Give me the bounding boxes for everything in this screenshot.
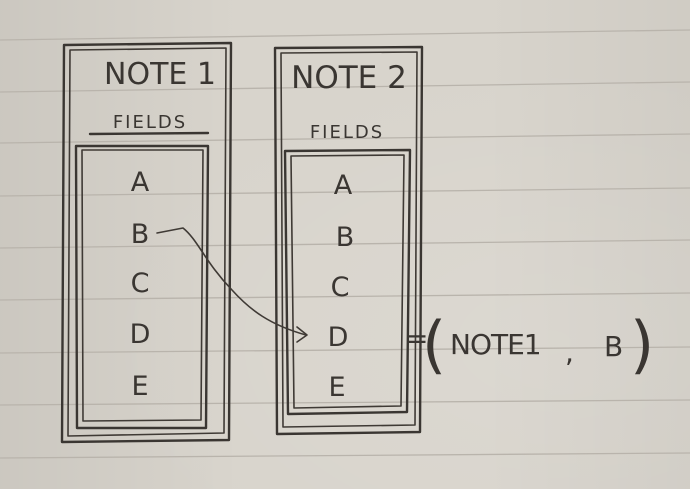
ruled-lines: [0, 29, 690, 459]
note-2-field-d: D: [328, 322, 349, 353]
note-2-field-e: E: [328, 372, 345, 403]
note-1-field-d: D: [130, 319, 151, 350]
reference-open-paren: (: [422, 308, 446, 381]
reference-annotation: = ( NOTE1 , B ): [405, 308, 654, 381]
note-1-field-a: A: [131, 167, 150, 198]
note-1-field-b: B: [131, 219, 150, 250]
note-1-title: NOTE 1: [104, 57, 216, 92]
reference-close-paren: ): [630, 308, 654, 381]
note-1-field-e: E: [131, 371, 148, 402]
note-1-fields-header: FIELDS: [113, 112, 187, 133]
reference-note: NOTE1: [450, 328, 541, 361]
note-1-field-c: C: [131, 268, 150, 299]
arrow-head-icon: [296, 326, 308, 343]
note-2-box: NOTE 2 FIELDS A B C D E: [273, 45, 424, 436]
reference-field: B: [604, 330, 623, 363]
note-2-field-a: A: [334, 170, 353, 201]
note-2-title: NOTE 2: [291, 60, 407, 96]
note-2-field-c: C: [331, 272, 350, 303]
equals-sign: =: [405, 322, 428, 355]
note-1-box: NOTE 1 FIELDS A B C D E: [60, 41, 233, 444]
reference-separator: ,: [565, 336, 574, 369]
reference-arrow: [156, 227, 308, 343]
note-2-fields-header: FIELDS: [310, 122, 384, 143]
note-1-fields-underline: [88, 131, 210, 136]
note-2-field-b: B: [336, 222, 355, 253]
